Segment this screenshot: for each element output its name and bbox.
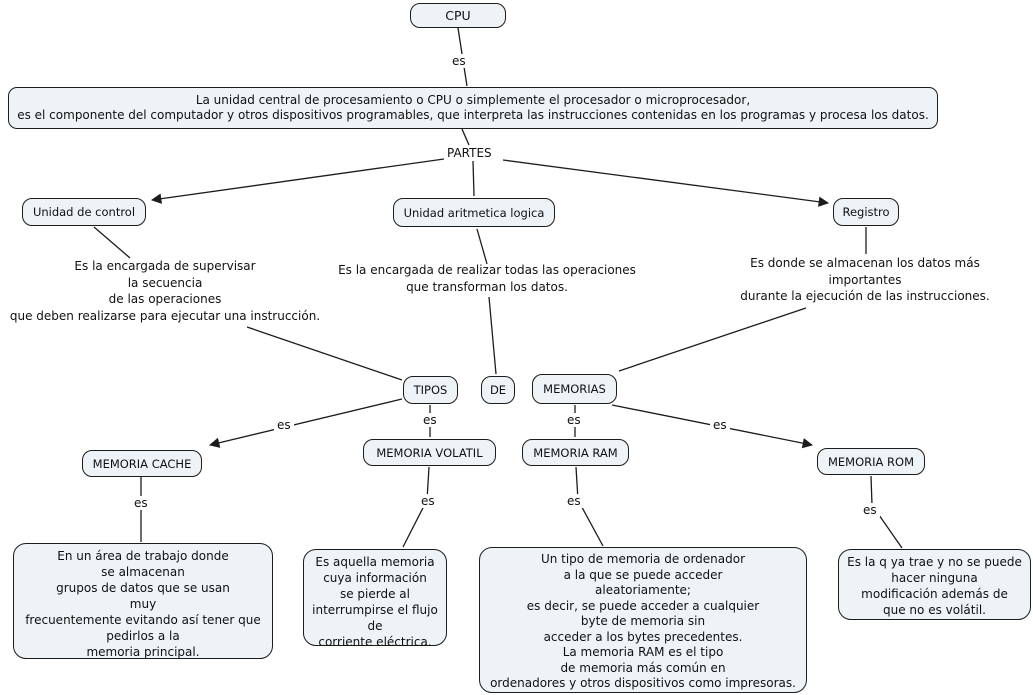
link-partes-unidad-aritmetica [472, 160, 475, 197]
node-memoria-rom[interactable]: MEMORIA ROM [817, 448, 925, 475]
label-es-memorias-ram[interactable]: es [564, 413, 584, 427]
link-definition-partes [461, 128, 470, 146]
node-memoria-volatil[interactable]: MEMORIA VOLATIL [363, 439, 496, 466]
arrow-partes-registro [502, 159, 830, 207]
label-es-cache-desc[interactable]: es [131, 496, 151, 510]
node-registro[interactable]: Registro [833, 198, 899, 226]
box-memoria-ram-desc[interactable]: Un tipo de memoria de ordenador a la que… [479, 547, 807, 693]
link-ual-desc [476, 228, 488, 265]
node-memorias[interactable]: MEMORIAS [532, 374, 617, 404]
node-unidad-de-control[interactable]: Unidad de control [22, 198, 146, 226]
box-memoria-volatil-desc[interactable]: Es aquella memoria cuya información se p… [303, 549, 447, 649]
node-definition[interactable]: La unidad central de procesamiento o CPU… [8, 87, 938, 129]
node-memoria-ram[interactable]: MEMORIA RAM [522, 439, 629, 466]
arrow-partes-unidad-control [150, 158, 445, 204]
link-controldesc-tipos [246, 326, 403, 381]
label-es-volatil-desc[interactable]: es [418, 494, 438, 508]
box-memoria-rom-desc[interactable]: Es la q ya trae y no se puede hacer ning… [838, 549, 1031, 620]
node-de[interactable]: DE [481, 376, 515, 404]
label-es-rom-desc[interactable]: es [860, 503, 880, 517]
node-tipos[interactable]: TIPOS [403, 376, 458, 404]
node-unidad-aritmetica-logica[interactable]: Unidad aritmetica logica [393, 198, 555, 227]
label-partes[interactable]: PARTES [444, 146, 495, 160]
label-es-tipos-volatil[interactable]: es [420, 413, 440, 427]
label-es-memorias-rom[interactable]: es [710, 418, 730, 432]
node-cpu[interactable]: CPU [410, 3, 506, 28]
link-registrodesc-memorias [618, 307, 807, 372]
text-unidad-control-desc[interactable]: Es la encargada de supervisar la secuenc… [9, 259, 321, 323]
label-es-cpu-definition[interactable]: es [449, 54, 469, 68]
label-es-tipos-cache[interactable]: es [274, 418, 294, 432]
link-control-desc [93, 226, 131, 259]
label-es-ram-desc[interactable]: es [564, 494, 584, 508]
text-registro-desc[interactable]: Es donde se almacenan los datos más impo… [740, 256, 990, 303]
link-ualdesc-de [488, 296, 497, 375]
node-memoria-cache[interactable]: MEMORIA CACHE [82, 450, 202, 477]
arrow-tipos-memoria-cache [208, 398, 403, 448]
box-memoria-cache-desc[interactable]: En un área de trabajo donde se almacenan… [13, 543, 273, 659]
text-unidad-aritmetica-desc[interactable]: Es la encargada de realizar todas las op… [338, 263, 636, 294]
